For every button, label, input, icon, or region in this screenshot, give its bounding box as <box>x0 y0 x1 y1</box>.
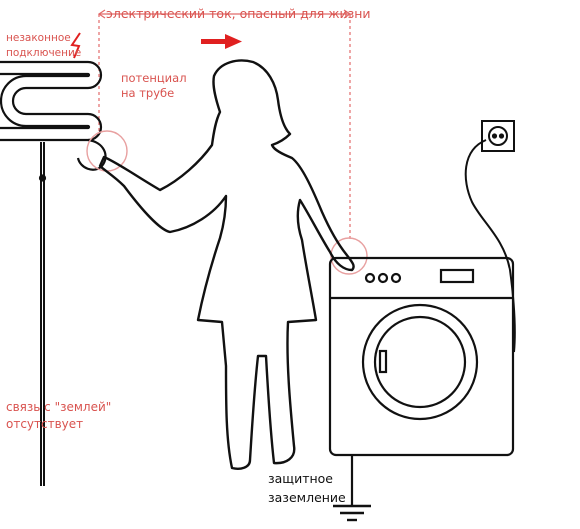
lightning-icon <box>70 32 81 59</box>
current-label: электрический ток, опасный для жизни <box>106 6 371 21</box>
protective-ground-label: защитное заземление <box>268 469 346 507</box>
no-ground-line2: отсутствует <box>6 417 84 431</box>
protective-ground-line1: защитное <box>268 471 333 486</box>
illegal-connection-line1: незаконное <box>6 32 71 44</box>
no-ground-line1: связь с "землей" <box>6 400 112 414</box>
current-label-text: электрический ток, опасный для жизни <box>106 6 371 21</box>
pipe-potential-line2: на трубе <box>121 86 175 100</box>
no-ground-label: связь с "землей" отсутствует <box>6 399 111 433</box>
arrow-right-icon <box>201 34 242 49</box>
pipe-vertical <box>38 142 47 486</box>
power-cable <box>464 139 516 353</box>
pipe-potential-label: потенциал на трубе <box>121 71 187 101</box>
ground-symbol-icon <box>333 504 371 522</box>
pipe-potential-line1: потенциал <box>121 71 187 85</box>
protective-ground-line2: заземление <box>268 490 346 505</box>
current-span-line <box>97 9 352 240</box>
heated-towel-rail <box>0 60 107 171</box>
woman-silhouette <box>98 59 355 470</box>
illegal-connection-label: незаконное подключение <box>6 31 81 61</box>
power-outlet-icon <box>481 120 515 152</box>
washing-machine <box>328 256 515 505</box>
illegal-connection-line2: подключение <box>6 47 82 59</box>
